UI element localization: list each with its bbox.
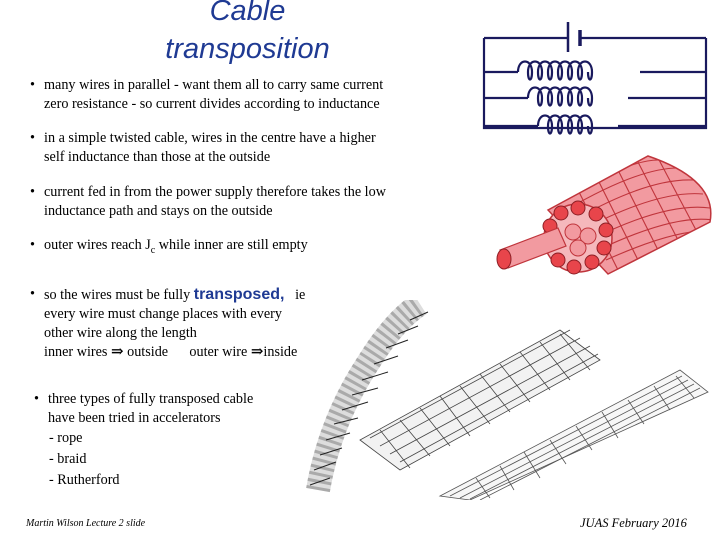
bullet-line: current fed in from the power supply the… (44, 184, 386, 200)
bullet-dot: • (30, 286, 35, 302)
subscript-c: c (150, 244, 156, 256)
bullet-parallel-wires: • many wires in parallel - want them all… (30, 76, 383, 114)
inductor-coil-icon (526, 86, 594, 107)
bullet-line: every wire must change places with every (44, 306, 282, 322)
bullet-line: other wire along the length (44, 325, 197, 341)
transposed-emphasis: transposed, (193, 286, 285, 303)
implies-arrow-icon: ⇒ (250, 344, 264, 360)
inductor-coil-icon (516, 60, 594, 81)
bullet-dot: • (30, 237, 35, 253)
bullet-line: so the wires must be fully transposed, i… (44, 286, 306, 303)
bullet-twisted-cable: • in a simple twisted cable, wires in th… (30, 129, 376, 167)
bullet-line: many wires in parallel - want them all t… (44, 77, 384, 93)
footer-date: JUAS February 2016 (580, 516, 687, 530)
bullet-dot: • (30, 184, 35, 200)
title-line-2: transposition (165, 33, 330, 65)
bullet-line: outer wires reach Jc while inner are sti… (44, 237, 308, 256)
bullet-cable-types: • three types of fully transposed cable … (34, 390, 253, 490)
bullet-dot: • (30, 130, 35, 146)
type-item-rope: - rope (49, 430, 83, 446)
rope-cable (306, 300, 429, 493)
parallel-circuit-diagram (482, 22, 708, 135)
bullet-line: have been tried in accelerators (48, 410, 221, 426)
bullet-current-path: • current fed in from the power supply t… (30, 183, 386, 221)
bullet-line: zero resistance - so current divides acc… (44, 96, 380, 112)
rutherford-cable (438, 369, 709, 500)
type-item-rutherford: - Rutherford (49, 472, 120, 488)
braid-cable (359, 329, 601, 471)
twisted-cable-illustration (496, 155, 712, 275)
footer-author: Martin Wilson Lecture 2 slide (26, 518, 146, 529)
bullet-dot: • (30, 77, 35, 93)
implies-arrow-icon: ⇒ (110, 344, 124, 360)
bullet-dot: • (34, 391, 39, 407)
bullet-line: inductance path and stays on the outside (44, 203, 273, 219)
transposed-cables-illustration (306, 300, 709, 500)
bullet-outer-wires: • outer wires reach Jc while inner are s… (30, 236, 308, 260)
bullet-line: self inductance than those at the outsid… (44, 149, 271, 165)
title-line-1: Cable (209, 0, 286, 27)
slide-title: Cable transposition (120, 0, 375, 68)
bullet-line: three types of fully transposed cable (48, 391, 254, 407)
bullet-line: in a simple twisted cable, wires in the … (44, 130, 376, 146)
bullet-transposed: • so the wires must be fully transposed,… (30, 285, 305, 362)
inductor-coil-icon (536, 114, 594, 135)
bullet-line: inner wires ⇒ outside outer wire ⇒inside (44, 344, 298, 360)
type-item-braid: - braid (49, 451, 87, 467)
